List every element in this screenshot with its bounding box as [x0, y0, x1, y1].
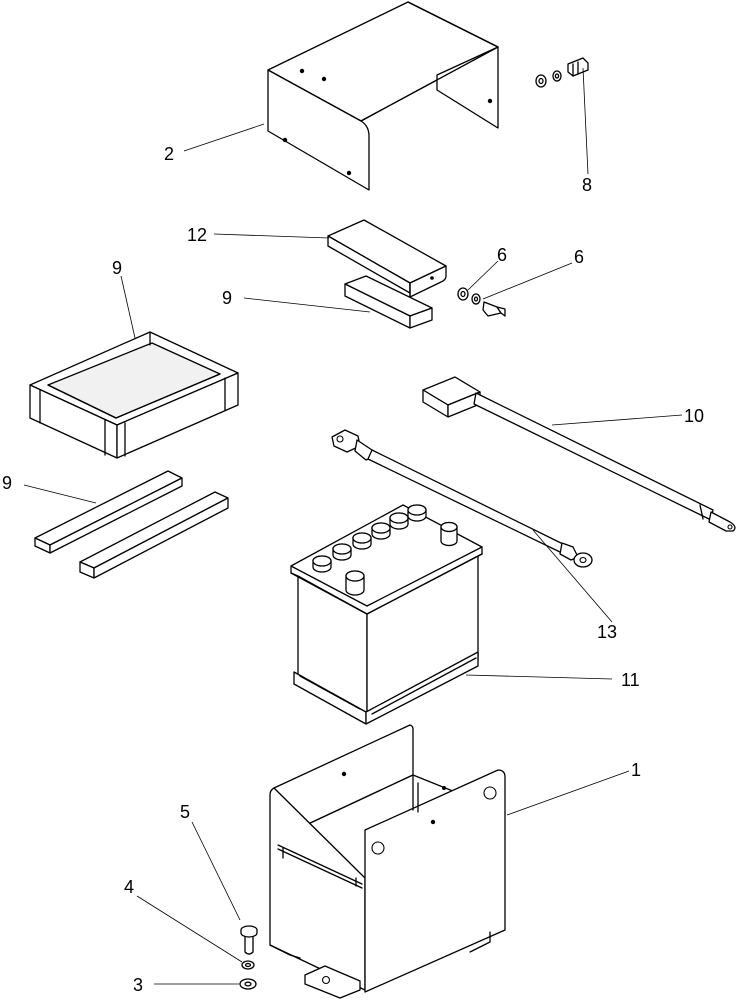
flat-washer — [239, 978, 257, 990]
callout-11: 11 — [621, 670, 640, 690]
ground-cable — [331, 429, 593, 568]
battery — [290, 504, 483, 725]
callout-1: 1 — [631, 760, 641, 780]
tray-pad — [29, 331, 239, 459]
lock-washer — [241, 960, 255, 970]
cover-bolt-hardware — [535, 57, 589, 88]
callout-9-lower: 9 — [2, 473, 12, 493]
callout-9-tray: 9 — [112, 258, 122, 278]
strip-pads-lower — [34, 470, 229, 579]
battery-terminals — [345, 521, 458, 596]
callout-labels: 2 8 12 6 6 9 9 9 10 13 11 1 5 4 3 — [2, 144, 704, 995]
callout-3: 3 — [133, 975, 143, 995]
callout-4: 4 — [124, 877, 134, 897]
callout-6a: 6 — [497, 245, 507, 265]
mount-bolt — [240, 925, 258, 955]
callout-2: 2 — [164, 144, 174, 164]
callout-10: 10 — [684, 406, 704, 426]
callout-6b: 6 — [574, 247, 584, 267]
callout-12: 12 — [187, 225, 207, 245]
battery-box — [269, 724, 506, 999]
top-cover — [267, 1, 499, 191]
leader-lines — [23, 67, 683, 985]
hold-down-bracket — [327, 219, 447, 298]
strip-pad-upper — [344, 275, 433, 329]
callout-8: 8 — [582, 175, 592, 195]
battery-caps — [312, 504, 427, 573]
positive-cable — [422, 376, 736, 532]
callout-5: 5 — [180, 802, 190, 822]
bracket-hardware — [457, 287, 506, 317]
callout-9-upper: 9 — [222, 288, 232, 308]
callout-13: 13 — [597, 622, 617, 642]
